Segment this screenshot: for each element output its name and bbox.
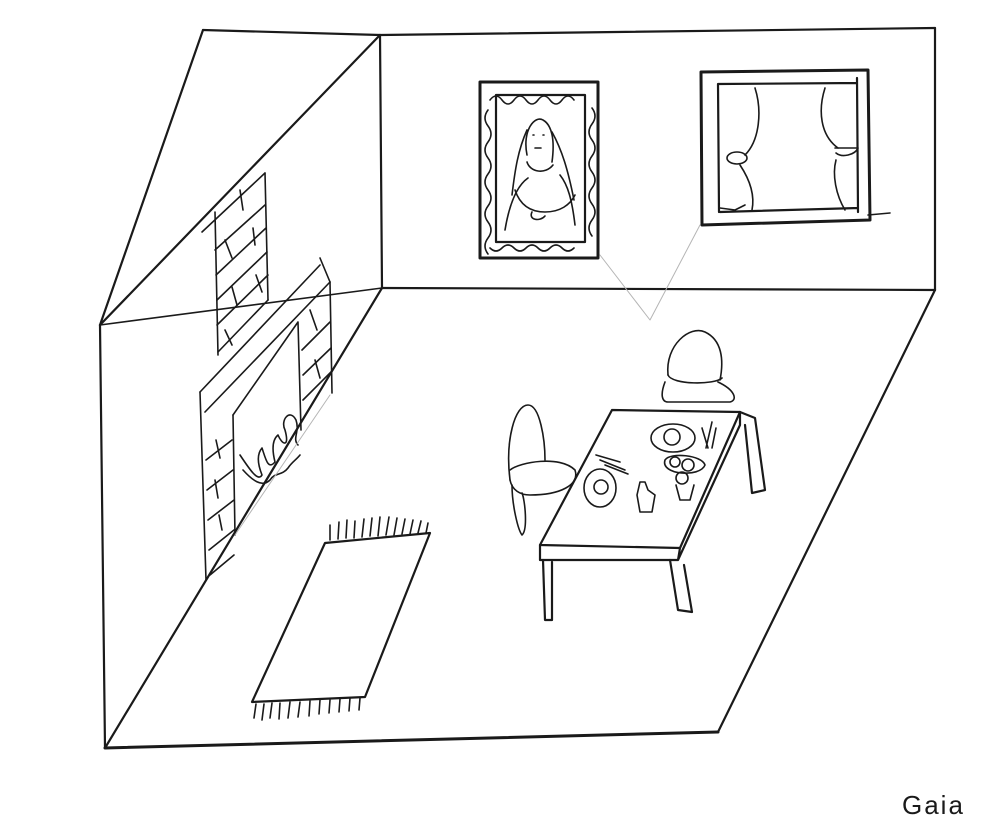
plate-front	[583, 468, 617, 508]
left-chair-leg	[511, 484, 527, 536]
hearth-left	[232, 414, 236, 536]
painting	[478, 80, 600, 260]
rug-fringe-bottom	[253, 697, 361, 721]
left-wall-front-edge	[98, 323, 107, 750]
curtain-left-tieback	[726, 151, 748, 165]
rug	[250, 516, 432, 721]
surround-bricks-left	[205, 439, 235, 576]
woman-shoulders	[504, 174, 576, 231]
curtain-left-bottom	[719, 164, 754, 211]
floor-left-edge	[103, 286, 384, 750]
plate-back	[650, 423, 696, 453]
left-wall-bottom-guide	[99, 287, 383, 326]
chimney-top	[201, 172, 266, 233]
back-wall-top	[378, 26, 937, 37]
fireplace	[199, 172, 333, 581]
left-chair-back	[507, 404, 546, 481]
left-wall-top-front-edge	[98, 28, 205, 327]
fruit-bowl	[664, 454, 706, 475]
food-front	[593, 479, 609, 495]
floor-right-edge	[716, 288, 937, 734]
fruit-bowl-stand	[675, 484, 695, 501]
chairs	[507, 329, 735, 536]
surround-brick-joints	[214, 309, 321, 531]
frame-wave-right	[588, 107, 596, 237]
fireplace-right	[329, 281, 333, 394]
curtain-right-bottom	[833, 159, 846, 211]
table-front-left-leg	[541, 558, 554, 622]
painting-outer-frame	[478, 80, 600, 260]
frame-wave-bottom	[489, 244, 575, 252]
rug-outline	[250, 531, 432, 704]
frame-wave-left	[484, 109, 492, 255]
fireplace-left	[199, 391, 207, 581]
woman-head	[525, 118, 554, 163]
window-outer-frame	[699, 68, 872, 227]
curtain-right-tieback	[834, 147, 859, 157]
flames-lower	[242, 454, 301, 485]
mantel-lower	[204, 281, 331, 413]
table-front-right-leg	[668, 558, 694, 614]
floor-front-edge	[103, 730, 720, 750]
artist-signature: Gaia	[902, 790, 965, 820]
left-chair-seat	[509, 460, 577, 496]
woman-hands	[530, 211, 546, 221]
rug-fringe-top	[329, 516, 429, 541]
back-wall-floor-line	[380, 286, 937, 292]
fruit-3	[675, 471, 689, 485]
frame-wave-top	[489, 95, 575, 105]
woman-body	[514, 161, 576, 213]
woman-face	[532, 134, 545, 149]
mantel-end	[319, 257, 331, 283]
table-edge	[538, 410, 742, 562]
flames	[239, 414, 299, 478]
room-shell	[98, 26, 937, 750]
dining-table	[538, 408, 767, 622]
painting-inner-frame	[494, 93, 587, 244]
ceiling-edge	[201, 28, 382, 37]
curtain-left-top	[744, 87, 760, 156]
chimney-bricks-rows	[214, 204, 269, 353]
woman-hair	[511, 129, 575, 201]
cutlery-left	[595, 454, 629, 475]
chimney-brick-joints	[224, 189, 263, 346]
fruit-2	[681, 458, 695, 472]
window	[699, 68, 891, 227]
food-back	[663, 428, 681, 446]
window-inner-frame	[716, 76, 860, 214]
perspective-guide	[599, 224, 701, 321]
surround-bricks-right	[301, 321, 332, 401]
hearth-floor-guide	[234, 394, 331, 536]
left-wall-top-diagonal	[98, 33, 382, 327]
fork-and-knife	[701, 421, 717, 449]
back-wall-left-edge	[378, 33, 384, 290]
bottle	[636, 481, 656, 513]
mantel-top	[199, 264, 321, 393]
back-chair-seat	[661, 374, 735, 403]
hearth-opening	[232, 321, 302, 431]
fruit-1	[669, 456, 681, 468]
curtain-right-top	[820, 87, 839, 149]
chimney-right	[264, 172, 269, 301]
back-chair-back	[667, 329, 723, 381]
window-sill	[867, 212, 891, 216]
table-right-leg	[738, 410, 767, 495]
chimney-left	[214, 211, 219, 356]
